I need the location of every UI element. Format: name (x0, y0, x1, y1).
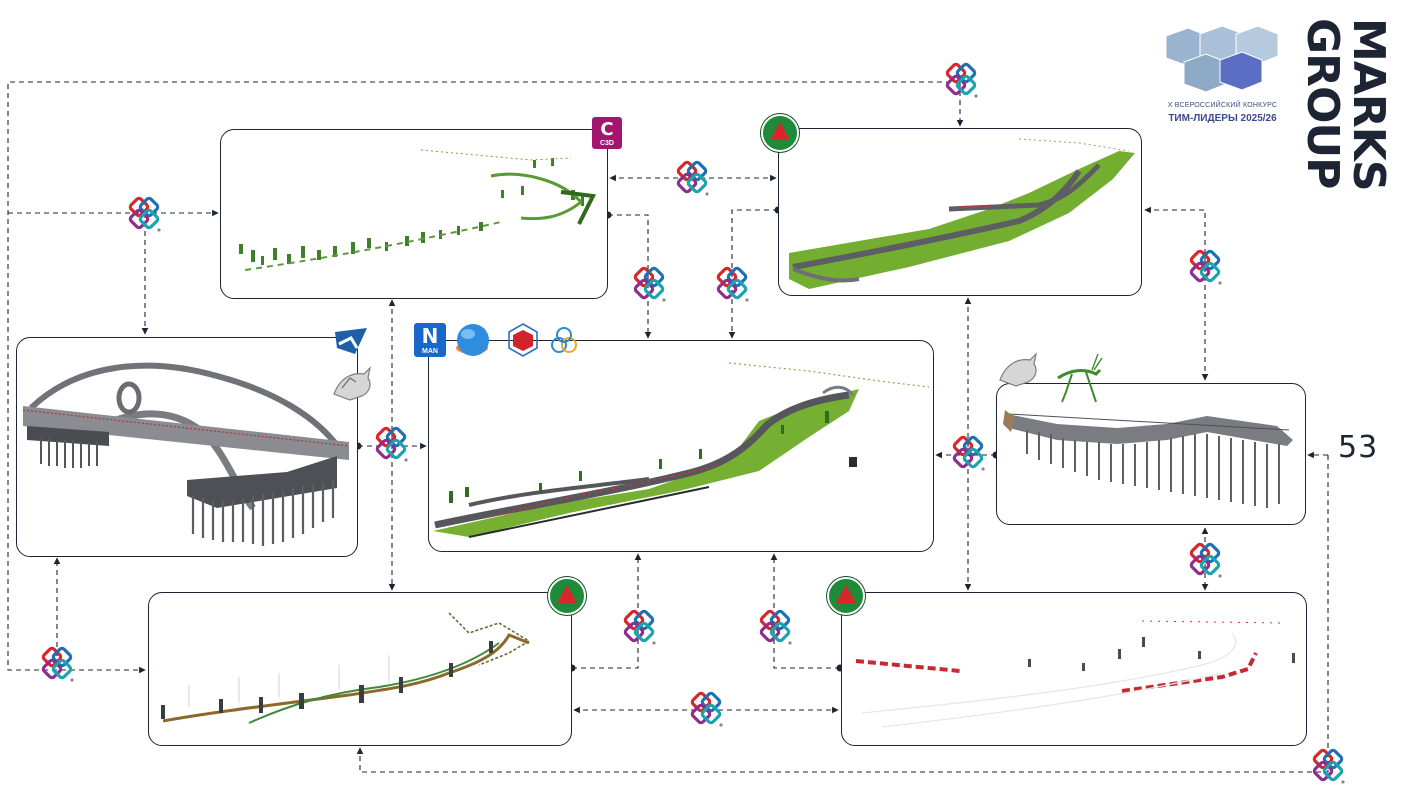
retaining-wall-scene (1003, 410, 1293, 508)
page-number: 53 (1338, 430, 1379, 465)
ifc-logo-icon (686, 691, 726, 731)
road-terrain-scene (789, 138, 1135, 289)
roads-app-badge-top-right (761, 114, 799, 152)
contest-logo: X ВСЕРОССИЙСКИЙ КОНКУРС ТИМ-ЛИДЕРЫ 2025/… (1160, 22, 1285, 132)
brand-word-marks: MARKS (1343, 18, 1394, 191)
infraworks-icon (335, 328, 367, 354)
federated-scene (433, 362, 930, 538)
panel-utilities-model (148, 592, 572, 746)
ifc-logo-icon (619, 609, 659, 649)
globe-app-icon (456, 324, 489, 356)
navisworks-app-icon: N MAN (414, 323, 446, 357)
grasshopper-icon (1057, 353, 1103, 403)
panel-bridge-model (16, 337, 358, 557)
road-markings-scene (855, 620, 1295, 728)
roads-app-badge-bottom-left (548, 577, 586, 615)
roads-app-badge-bottom-right (827, 577, 865, 615)
ifc-logo-icon (371, 426, 411, 466)
panel-retaining-wall-model (996, 383, 1306, 525)
ifc-logo-icon (1185, 542, 1225, 582)
utilities-scene (161, 612, 531, 724)
ifc-logo-icon (712, 266, 752, 306)
rhino-icon-left (333, 366, 371, 401)
civil3d-letter: C (600, 119, 614, 140)
civil3d-app-icon: C C3D (592, 117, 622, 149)
ifc-logo-icon (37, 646, 77, 686)
ifc-logo-icon (1185, 249, 1225, 289)
red-cube-app-icon (508, 323, 538, 357)
ifc-logo-icon (948, 435, 988, 475)
ifc-logo-icon (941, 62, 981, 102)
linked-rings-app-icon (551, 327, 577, 353)
ifc-logo-icon (755, 609, 795, 649)
navisworks-letter: N (421, 324, 439, 348)
panel-road-markings-model (841, 592, 1307, 746)
panel-civil3d-model (220, 129, 608, 299)
ifc-logo-icon (629, 266, 669, 306)
brand-word-group: GROUP (1297, 18, 1348, 189)
contest-cubes-icon (1165, 25, 1279, 93)
bridge-scene (22, 362, 350, 546)
contest-title-line1: X ВСЕРОССИЙСКИЙ КОНКУРС (1167, 102, 1278, 109)
ifc-logo-icon (1308, 748, 1348, 788)
navisworks-sub: MAN (422, 348, 438, 355)
brand-logo: GROUP MARKS (1296, 18, 1394, 263)
contest-title-line2: ТИМ-ЛИДЕРЫ 2025/26 (1168, 113, 1277, 124)
rhino-icon-right (999, 352, 1037, 387)
ifc-logo-icon (124, 196, 164, 236)
civil3d-terrain-scene (239, 149, 597, 271)
panel-federated-model (428, 340, 934, 552)
panel-road-model (778, 128, 1142, 296)
civil3d-sub: C3D (599, 140, 614, 147)
ifc-logo-icon (672, 160, 712, 200)
